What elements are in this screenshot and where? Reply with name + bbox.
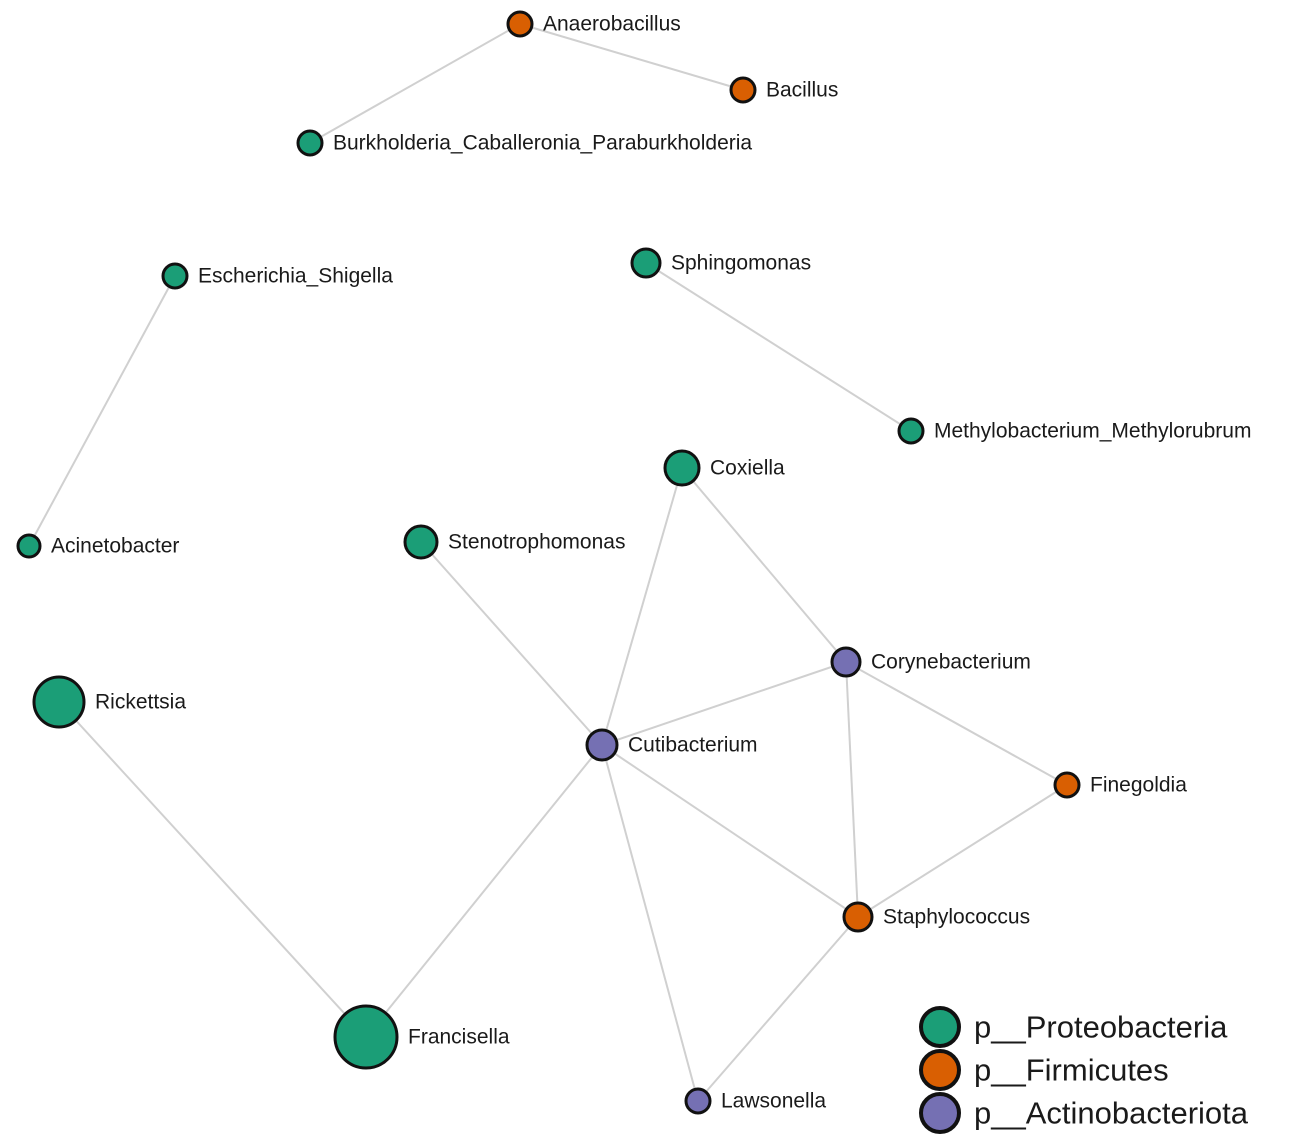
node-circle[interactable] [403, 524, 439, 560]
node-burkholderia[interactable]: Burkholderia_Caballeronia_Paraburkholder… [296, 129, 752, 157]
edge-coxiella-corynebacterium [681, 467, 847, 663]
legend-label: p__Proteobacteria [974, 1010, 1228, 1045]
node-escherichia[interactable]: Escherichia_Shigella [161, 262, 393, 290]
node-circle[interactable] [663, 449, 701, 487]
node-label: Rickettsia [95, 691, 186, 714]
node-stenotrophomonas[interactable]: Stenotrophomonas [403, 524, 625, 560]
node-circle[interactable] [585, 728, 619, 762]
node-label: Corynebacterium [871, 651, 1031, 674]
node-label: Sphingomonas [671, 252, 811, 275]
node-cutibacterium[interactable]: Cutibacterium [585, 728, 758, 762]
legend-swatch [919, 1092, 961, 1134]
node-label: Finegoldia [1090, 774, 1187, 797]
node-label: Francisella [408, 1026, 510, 1049]
node-rickettsia[interactable]: Rickettsia [32, 675, 186, 729]
node-sphingomonas[interactable]: Sphingomonas [630, 247, 811, 279]
node-bacillus[interactable]: Bacillus [729, 76, 838, 104]
node-circle[interactable] [630, 247, 662, 279]
edge-stenotrophomonas-cutibacterium [420, 541, 603, 746]
node-circle[interactable] [684, 1087, 712, 1115]
edge-anaerobacillus-bacillus [519, 23, 744, 91]
edge-finegoldia-staphylococcus [857, 784, 1068, 918]
legend-item-pfirmicutes: p__Firmicutes [919, 1049, 1169, 1091]
node-label: Burkholderia_Caballeronia_Paraburkholder… [333, 132, 752, 155]
node-circle[interactable] [161, 262, 189, 290]
node-circle[interactable] [830, 646, 862, 678]
edges-layer [28, 23, 1068, 1102]
edge-coxiella-cutibacterium [601, 467, 683, 746]
edge-escherichia-acinetobacter [28, 275, 176, 547]
node-staphylococcus[interactable]: Staphylococcus [842, 901, 1030, 933]
legend-swatch [919, 1006, 961, 1048]
node-label: Stenotrophomonas [448, 531, 625, 554]
node-circle[interactable] [729, 76, 757, 104]
node-label: Escherichia_Shigella [198, 265, 393, 288]
edge-cutibacterium-staphylococcus [601, 744, 859, 918]
node-methylobacterium[interactable]: Methylobacterium_Methylorubrum [897, 417, 1251, 445]
node-francisella[interactable]: Francisella [333, 1004, 510, 1070]
edge-cutibacterium-lawsonella [601, 744, 699, 1102]
node-corynebacterium[interactable]: Corynebacterium [830, 646, 1031, 678]
node-circle[interactable] [296, 129, 324, 157]
edge-corynebacterium-staphylococcus [845, 661, 859, 918]
edge-anaerobacillus-burkholderia [309, 23, 521, 144]
node-label: Coxiella [710, 457, 785, 480]
node-label: Lawsonella [721, 1090, 826, 1113]
nodes-layer: AnaerobacillusBacillusBurkholderia_Cabal… [16, 10, 1251, 1115]
legend-swatch [919, 1049, 961, 1091]
node-label: Staphylococcus [883, 906, 1030, 929]
node-anaerobacillus[interactable]: Anaerobacillus [506, 10, 681, 38]
node-circle[interactable] [32, 675, 86, 729]
edge-cutibacterium-francisella [365, 744, 603, 1038]
edge-corynebacterium-cutibacterium [601, 661, 847, 746]
legend: p__Proteobacteria p__Firmicutes p__Actinob… [919, 1006, 1249, 1134]
node-circle[interactable] [333, 1004, 399, 1070]
legend-label: p__Firmicutes [974, 1053, 1169, 1088]
legend-item-pproteobacteria: p__Proteobacteria [919, 1006, 1228, 1048]
node-label: Bacillus [766, 79, 838, 102]
node-label: Methylobacterium_Methylorubrum [934, 420, 1251, 443]
node-circle[interactable] [1053, 771, 1081, 799]
node-label: Anaerobacillus [543, 13, 681, 36]
node-acinetobacter[interactable]: Acinetobacter [16, 533, 179, 559]
node-circle[interactable] [842, 901, 874, 933]
legend-label: p__Actinobacteriota [974, 1096, 1249, 1131]
node-finegoldia[interactable]: Finegoldia [1053, 771, 1187, 799]
legend-item-pactinobacteriota: p__Actinobacteriota [919, 1092, 1249, 1134]
node-label: Cutibacterium [628, 734, 758, 757]
node-coxiella[interactable]: Coxiella [663, 449, 785, 487]
node-circle[interactable] [506, 10, 534, 38]
edge-corynebacterium-finegoldia [845, 661, 1068, 786]
edge-rickettsia-francisella [58, 701, 367, 1038]
node-circle[interactable] [897, 417, 925, 445]
node-label: Acinetobacter [51, 535, 179, 558]
edge-sphingomonas-methylobacterium [645, 262, 912, 432]
node-circle[interactable] [16, 533, 42, 559]
edge-staphylococcus-lawsonella [697, 916, 859, 1102]
node-lawsonella[interactable]: Lawsonella [684, 1087, 826, 1115]
